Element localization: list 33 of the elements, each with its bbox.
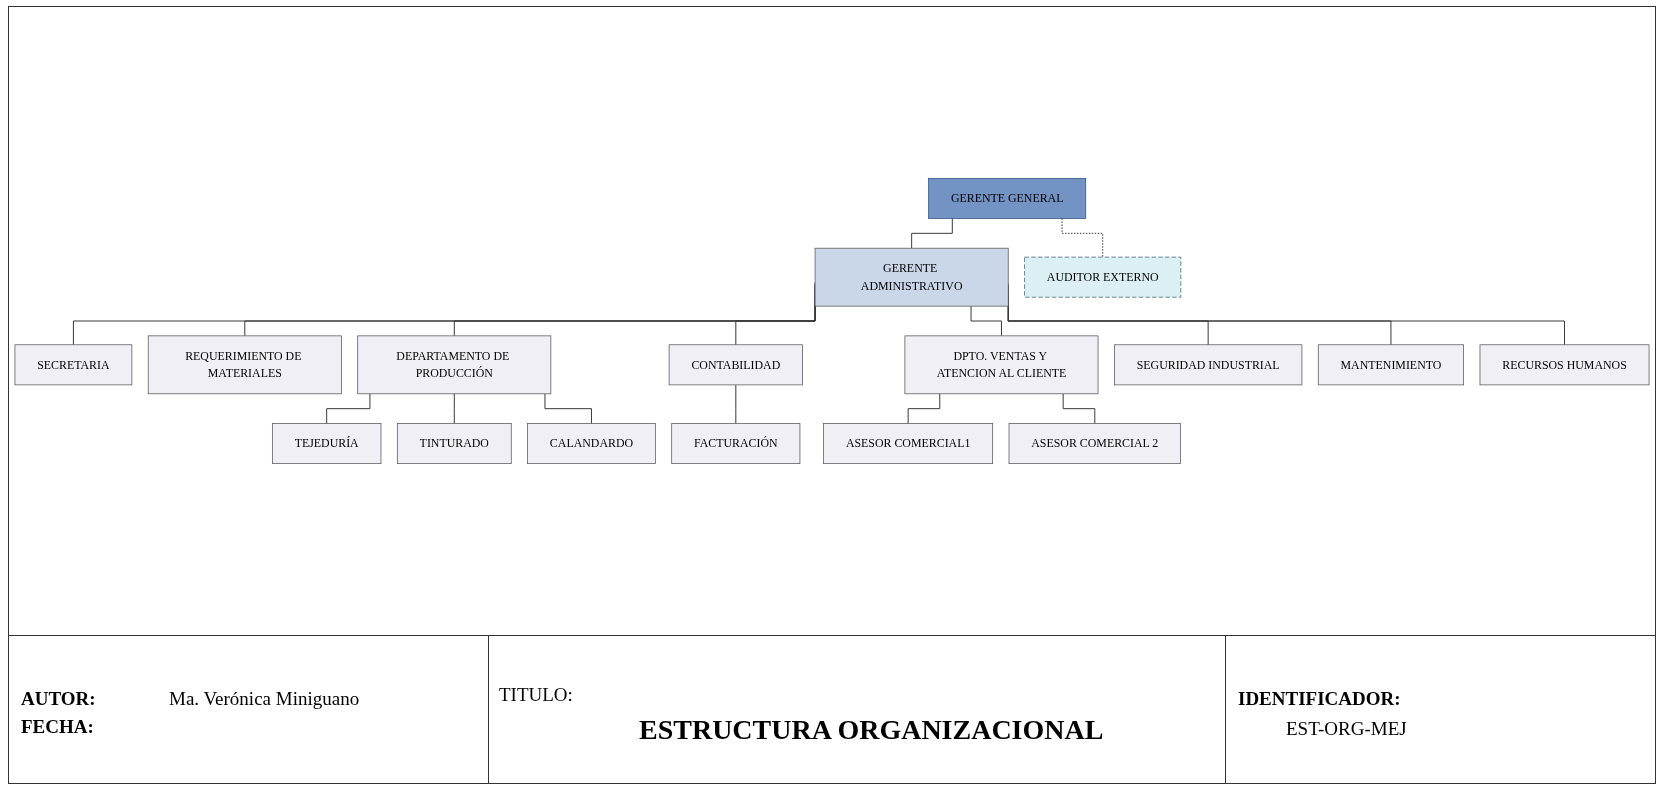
connector xyxy=(1062,393,1096,424)
connector xyxy=(907,393,941,424)
connector xyxy=(544,393,592,424)
node-box: RECURSOS HUMANOS xyxy=(1479,344,1650,386)
node-box: DPTO. VENTAS Y ATENCION AL CLIENTE xyxy=(904,335,1099,395)
node-box: GERENTE ADMINISTRATIVO xyxy=(814,247,1009,307)
node-box: SECRETARIA xyxy=(14,344,133,386)
node-box: AUDITOR EXTERNO xyxy=(1024,256,1182,298)
document-title: ESTRUCTURA ORGANIZACIONAL xyxy=(639,714,1104,746)
connector xyxy=(1061,218,1104,258)
node-box: DEPARTAMENTO DE PRODUCCIÓN xyxy=(357,335,552,395)
author-name: Ma. Verónica Miniguano xyxy=(169,688,360,710)
node-box: TEJEDURÍA xyxy=(272,423,382,464)
node-box: CONTABILIDAD xyxy=(668,344,803,386)
node-box: FACTURACIÓN xyxy=(671,423,801,464)
node-box: SEGURIDAD INDUSTRIAL xyxy=(1114,344,1303,386)
field-label: AUTOR: xyxy=(21,688,96,710)
connector xyxy=(453,393,455,424)
connector xyxy=(911,218,953,249)
connector xyxy=(735,384,737,424)
field-label: TITULO: xyxy=(499,684,573,706)
field-label: IDENTIFICADOR: xyxy=(1238,688,1401,710)
node-box: MANTENIMIENTO xyxy=(1317,344,1464,386)
node-box: REQUERIMIENTO DE MATERIALES xyxy=(147,335,342,395)
node-box: CALANDARDO xyxy=(527,423,656,464)
node-box: TINTURADO xyxy=(396,423,512,464)
node-box: GERENTE GENERAL xyxy=(928,178,1087,219)
connector xyxy=(970,305,1002,337)
node-box: ASESOR COMERCIAL1 xyxy=(823,423,994,464)
field-label: FECHA: xyxy=(21,716,94,738)
document-id: EST-ORG-MEJ xyxy=(1286,718,1407,740)
connector xyxy=(326,393,371,424)
node-box: ASESOR COMERCIAL 2 xyxy=(1008,423,1181,464)
